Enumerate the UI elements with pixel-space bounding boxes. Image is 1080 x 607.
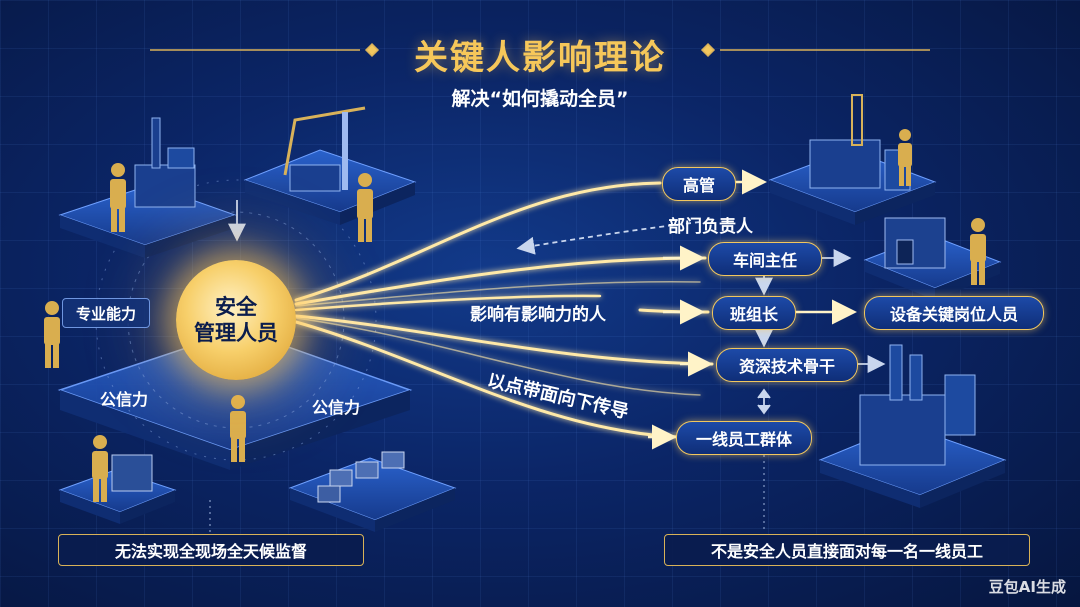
watermark: 豆包AI生成 [988, 578, 1066, 596]
worker-figure [357, 173, 373, 242]
note-leaders [209, 455, 765, 533]
label-credibility-left: 公信力 [100, 390, 149, 409]
node-top-management: 高管 [662, 167, 736, 201]
factory-platform-top-right [768, 94, 937, 225]
core-safety-manager: 安全 管理人员 [176, 260, 296, 380]
label-professional-ability: 专业能力 [62, 298, 150, 328]
page-subtitle: 解决“如何撬动全员” [451, 88, 629, 110]
title-ornament-right [700, 42, 930, 58]
worker-figures [44, 129, 986, 502]
influence-streams [294, 181, 714, 439]
worker-figure [44, 301, 60, 368]
title-ornament-left [150, 42, 380, 58]
caption-influence-influencers: 影响有影响力的人 [470, 305, 606, 325]
node-senior-technician: 资深技术骨干 [716, 348, 858, 382]
core-line-1: 安全 [215, 295, 257, 319]
central-platform [57, 329, 413, 470]
label-credibility-right: 公信力 [312, 398, 361, 417]
chain-arrows [648, 169, 857, 450]
factory-platform-top-left [58, 117, 237, 258]
node-department-head: 部门负责人 [668, 217, 753, 237]
plant-platform-bottom-right [818, 344, 1007, 508]
node-workshop-director: 车间主任 [708, 242, 822, 276]
worker-figure [230, 395, 246, 462]
crane-platform-top [243, 106, 417, 225]
node-key-post-personnel: 设备关键岗位人员 [864, 296, 1044, 330]
node-frontline-workers: 一线员工群体 [676, 421, 812, 455]
note-right: 不是安全人员直接面对每一名一线员工 [664, 534, 1030, 566]
worker-figure [110, 163, 126, 232]
safety-box-platform [58, 454, 177, 524]
building-platform-right [863, 217, 1002, 300]
worker-figure [92, 435, 108, 502]
secondary-arrows [228, 200, 886, 415]
storage-platform [288, 451, 457, 532]
node-team-leader: 班组长 [712, 296, 796, 330]
worker-figure [970, 218, 986, 285]
core-line-2: 管理人员 [194, 321, 278, 345]
note-left: 无法实现全现场全天候监督 [58, 534, 364, 566]
page-title: 关键人影响理论 [414, 38, 666, 78]
worker-figure [898, 129, 912, 186]
